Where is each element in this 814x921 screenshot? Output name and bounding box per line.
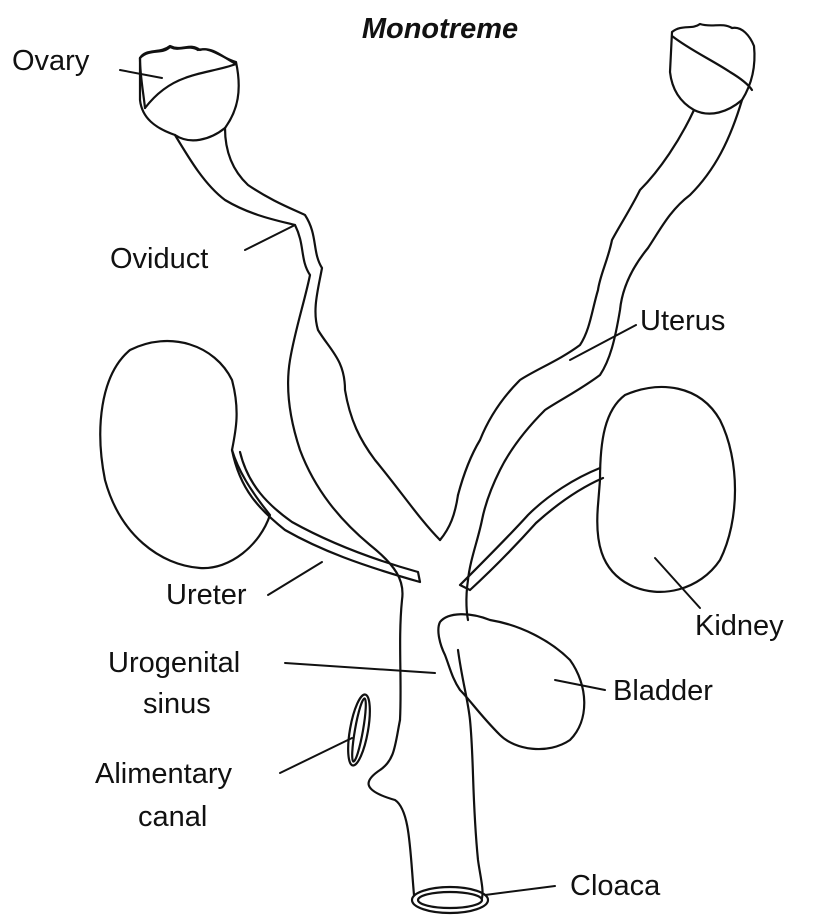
label-oviduct: Oviduct	[110, 243, 208, 275]
left-ovary	[140, 46, 239, 140]
label-bladder: Bladder	[613, 675, 713, 707]
label-uterus: Uterus	[640, 305, 725, 337]
leader-uterus	[570, 325, 636, 360]
left-ureter	[232, 450, 420, 582]
leader-oviduct	[245, 225, 295, 250]
right-ureter	[460, 468, 603, 590]
diagram-title: Monotreme	[362, 13, 518, 45]
label-ovary: Ovary	[12, 45, 90, 77]
label-alimentary-line2: canal	[138, 801, 207, 833]
label-urogenital-line1: Urogenital	[108, 647, 240, 679]
right-kidney	[597, 387, 735, 592]
leader-alimentary-canal	[280, 738, 352, 773]
cloaca-opening	[412, 887, 488, 913]
label-cloaca: Cloaca	[570, 870, 661, 902]
label-ureter: Ureter	[166, 579, 247, 611]
reproductive-tract	[175, 100, 742, 898]
label-urogenital-line2: sinus	[143, 688, 211, 720]
leader-cloaca	[485, 886, 555, 895]
label-alimentary-line1: Alimentary	[95, 758, 232, 790]
left-kidney	[100, 341, 270, 568]
alimentary-canal	[344, 693, 374, 767]
leader-ureter	[268, 562, 322, 595]
label-kidney: Kidney	[695, 610, 784, 642]
labels: Ovary Oviduct Uterus Ureter Kidney Uroge…	[12, 45, 784, 902]
leader-urogenital-sinus	[285, 663, 435, 673]
